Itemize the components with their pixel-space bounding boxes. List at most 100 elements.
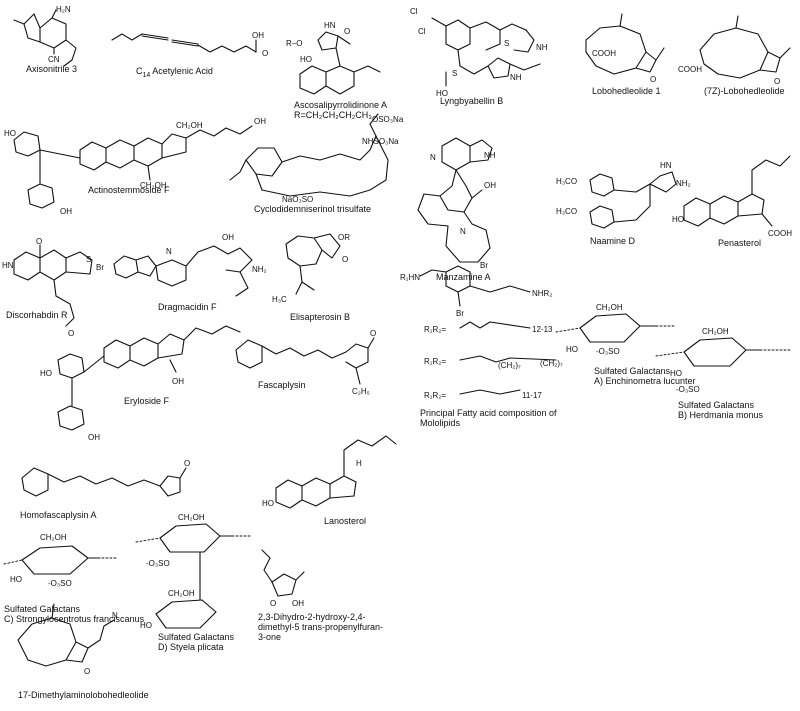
atom-br-drag: Br bbox=[96, 263, 104, 272]
atom-h3c-eli: H₃C bbox=[272, 295, 287, 304]
atom-ho-ery: HO bbox=[40, 369, 52, 378]
atom-o: O bbox=[262, 49, 268, 58]
elisapterosin-structure: OR O H₃C bbox=[272, 233, 350, 304]
atom-oh-ery: OH bbox=[172, 377, 184, 386]
caption-galactan-a-title: Sulfated Galactans bbox=[594, 366, 671, 376]
atom-h3co-2: H₃CO bbox=[556, 207, 577, 216]
atom-oh-fur: OH bbox=[292, 599, 304, 608]
atom-c2h5-fasc: C₂H₅ bbox=[352, 387, 370, 396]
caption-lobohedleolide1: Lobohedleolide 1 bbox=[592, 86, 661, 96]
caption-manzamine: Manzamine A bbox=[436, 272, 491, 282]
atom-or-eli: OR bbox=[338, 233, 350, 242]
atom-nhr2: NHR₂ bbox=[532, 289, 552, 298]
cyclodidemniserinol-structure: OSO₃Na NHSO₃Na NaO₃SO bbox=[229, 113, 404, 204]
caption-lobohedleolide7z: (7Z)-Lobohedleolide bbox=[704, 86, 785, 96]
atom-oh-ery2: OH bbox=[88, 433, 100, 442]
atom-o-fur: O bbox=[270, 599, 276, 608]
caption-mololipids: Principal Fatty acid composition of Molo… bbox=[420, 408, 557, 428]
caption-cyclodidemniserinol: Cyclodidemniserinol trisulfate bbox=[254, 204, 372, 214]
caption-naamine: Naamine D bbox=[590, 236, 636, 246]
atom-o-homo: O bbox=[184, 459, 190, 468]
atom-ho-gd: HO bbox=[140, 621, 152, 630]
atom-oh-man: OH bbox=[484, 181, 496, 190]
caption-furanone: 2,3-Dihydro-2-hydroxy-2,4-dimethyl-5 tra… bbox=[258, 612, 384, 642]
caption-galactan-d-sp-text: D) Styela plicata bbox=[158, 642, 224, 652]
caption-galactan-b-title: Sulfated Galactans bbox=[678, 400, 755, 410]
caption-actinostemmoside: Actinostemmoside F bbox=[88, 185, 170, 195]
caption-acetylenic-acid: C14 Acetylenic Acid bbox=[136, 66, 213, 81]
atom-ch2oh-act1: CH₂OH bbox=[176, 121, 203, 130]
atom-br-mol2: Br bbox=[456, 309, 464, 318]
penasterol-structure: HO COOH bbox=[672, 155, 792, 238]
atom-oso3-gd: -O₃SO bbox=[146, 559, 170, 568]
atom-nh-man: NH bbox=[484, 151, 496, 160]
caption-c14-prefix: C bbox=[136, 66, 143, 76]
atom-h2n: H₂N bbox=[56, 5, 71, 14]
atom-oso3-gc: -O₃SO bbox=[48, 579, 72, 588]
atom-r-o: R–O bbox=[286, 39, 302, 48]
atom-ho-gb: HO bbox=[670, 369, 682, 378]
atom-s-1: S bbox=[504, 39, 509, 48]
atom-cooh-pen: COOH bbox=[768, 229, 792, 238]
manzamine-structure: OH NH N N bbox=[417, 137, 496, 263]
atom-oso3na: OSO₃Na bbox=[372, 115, 404, 124]
caption-galactan-a-sp-text: A) Enchinometra lucunter bbox=[594, 376, 696, 386]
caption-galactan-c-species: C) Strongylocentrotus franciscanus bbox=[4, 614, 144, 624]
atom-br-mol1: Br bbox=[480, 261, 488, 270]
atom-ch2oh-gb: CH₂OH bbox=[702, 327, 729, 336]
atom-ho-act: HO bbox=[4, 129, 16, 138]
dragmacidin-structure: Br OH NH₂ N bbox=[96, 233, 267, 297]
atom-n-man2: N bbox=[460, 227, 466, 236]
atom-oso3-gb: -O₃SO bbox=[676, 385, 700, 394]
atom-cl-2: Cl bbox=[418, 27, 426, 36]
mololipids-structure: R₁HN Br Br NHR₂ R₁R₂= 12-13 R₁R₂= (CH₂)₇… bbox=[400, 261, 563, 400]
naamine-structure: H₃CO H₃CO NH₂ HN bbox=[556, 161, 691, 229]
atom-cooh-1: COOH bbox=[592, 49, 616, 58]
atom-o-dim: O bbox=[84, 667, 90, 676]
atom-nhso3na: NHSO₃Na bbox=[362, 137, 399, 146]
axisonitrile-structure: H₂N CN bbox=[13, 5, 77, 67]
atom-oh-act: OH bbox=[254, 117, 266, 126]
caption-c14-sub: 14 bbox=[142, 71, 151, 79]
atom-o-dis: O bbox=[36, 237, 42, 246]
caption-axisonitrile: Axisonitrile 3 bbox=[26, 64, 78, 74]
atom-ho-lyn: HO bbox=[436, 89, 448, 98]
atom-cn: CN bbox=[48, 55, 60, 64]
atom-oh: OH bbox=[252, 31, 264, 40]
lobohedleolide7z-structure: COOH O bbox=[678, 15, 791, 86]
atom-range1: 12-13 bbox=[532, 325, 553, 334]
caption-galactan-b-sp-text: B) Herdmania monus bbox=[678, 410, 764, 420]
atom-oso3-ga: -O₃SO bbox=[596, 347, 620, 356]
atom-naoso: NaO₃SO bbox=[282, 195, 313, 204]
galactan-c-structure: CH₂OH HO -O₃SO bbox=[3, 533, 119, 588]
atom-n-dim: N bbox=[112, 611, 118, 620]
atom-ho-asc: HO bbox=[300, 55, 312, 64]
atom-o-lob1: O bbox=[650, 75, 656, 84]
caption-discorhabdin: Discorhabdin R bbox=[6, 310, 68, 320]
caption-fascaplysin: Fascaplysin bbox=[258, 380, 306, 390]
caption-lanosterol: Lanosterol bbox=[324, 516, 367, 526]
caption-lyngbyabellin: Lyngbyabellin B bbox=[440, 96, 504, 106]
caption-ascosali-r: R=CH₂CH₂CH₂CH₃ bbox=[294, 110, 372, 120]
atom-r1hn: R₁HN bbox=[400, 273, 420, 282]
discorhabdin-structure: O HN S O bbox=[2, 237, 93, 338]
atom-cl-1: Cl bbox=[410, 7, 418, 16]
caption-eryloside: Eryloside F bbox=[124, 396, 170, 406]
atom-hn-naa: HN bbox=[660, 161, 672, 170]
atom-nh-2: NH bbox=[510, 73, 522, 82]
atom-ch2oh-act2: CH₂OH bbox=[140, 181, 167, 190]
caption-galactan-b-species: B) Herdmania monus bbox=[678, 410, 763, 420]
caption-galactan-a-species: A) Enchinometra lucunter bbox=[594, 376, 696, 386]
atom-ch3-gc: CH₂OH bbox=[40, 533, 67, 542]
caption-galactan-c-title: Sulfated Galactans bbox=[4, 604, 81, 614]
atom-ch2oh-ga: CH₂OH bbox=[596, 303, 623, 312]
atom-o-asc: O bbox=[344, 27, 350, 36]
atom-cooh-2: COOH bbox=[678, 65, 702, 74]
caption-c14-suffix: Acetylenic Acid bbox=[150, 66, 213, 76]
atom-oh-act2: OH bbox=[60, 207, 72, 216]
caption-penasterol: Penasterol bbox=[718, 238, 762, 248]
caption-galactan-d-species: D) Styela plicata bbox=[158, 642, 224, 652]
atom-ch2-7a: (CH₂)₇ bbox=[498, 361, 521, 370]
